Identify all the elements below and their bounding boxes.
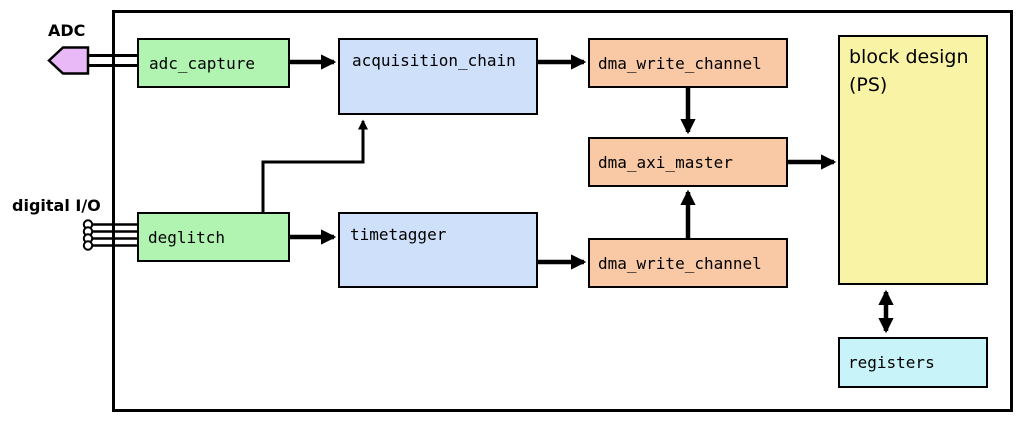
adc-port-connector-icon xyxy=(47,46,90,75)
top-level-boundary xyxy=(112,10,1013,412)
block-dma-axi-master: dma_axi_master xyxy=(588,137,788,187)
block-design-ps: block design (PS) xyxy=(838,35,988,285)
block-dma-axi-master-label: dma_axi_master xyxy=(598,152,733,172)
block-design-ps-label-line2: (PS) xyxy=(849,73,888,96)
digital-io-pin-icon xyxy=(82,240,94,251)
block-adc-capture-label: adc_capture xyxy=(149,53,255,73)
block-dma-write-channel-bottom-label: dma_write_channel xyxy=(598,253,762,273)
block-dma-write-channel-top-label: dma_write_channel xyxy=(598,53,762,73)
block-timetagger-label: timetagger xyxy=(350,225,447,244)
block-timetagger: timetagger xyxy=(338,212,538,288)
block-design-ps-label-line1: block design xyxy=(849,46,969,68)
digital-io-port-label: digital I/O xyxy=(12,196,101,215)
block-adc-capture: adc_capture xyxy=(137,38,290,88)
block-acquisition-chain-label: acquisition_chain xyxy=(352,51,516,70)
block-registers-label: registers xyxy=(848,353,935,372)
block-dma-write-channel-bottom: dma_write_channel xyxy=(588,238,788,288)
block-acquisition-chain: acquisition_chain xyxy=(338,38,538,115)
block-deglitch-label: deglitch xyxy=(148,227,226,247)
adc-port-label: ADC xyxy=(48,21,86,40)
block-registers: registers xyxy=(838,337,988,388)
block-deglitch: deglitch xyxy=(137,212,290,262)
block-dma-write-channel-top: dma_write_channel xyxy=(588,38,788,88)
elbow-arrow-deglitch-to-acquisition-chain xyxy=(261,119,369,212)
